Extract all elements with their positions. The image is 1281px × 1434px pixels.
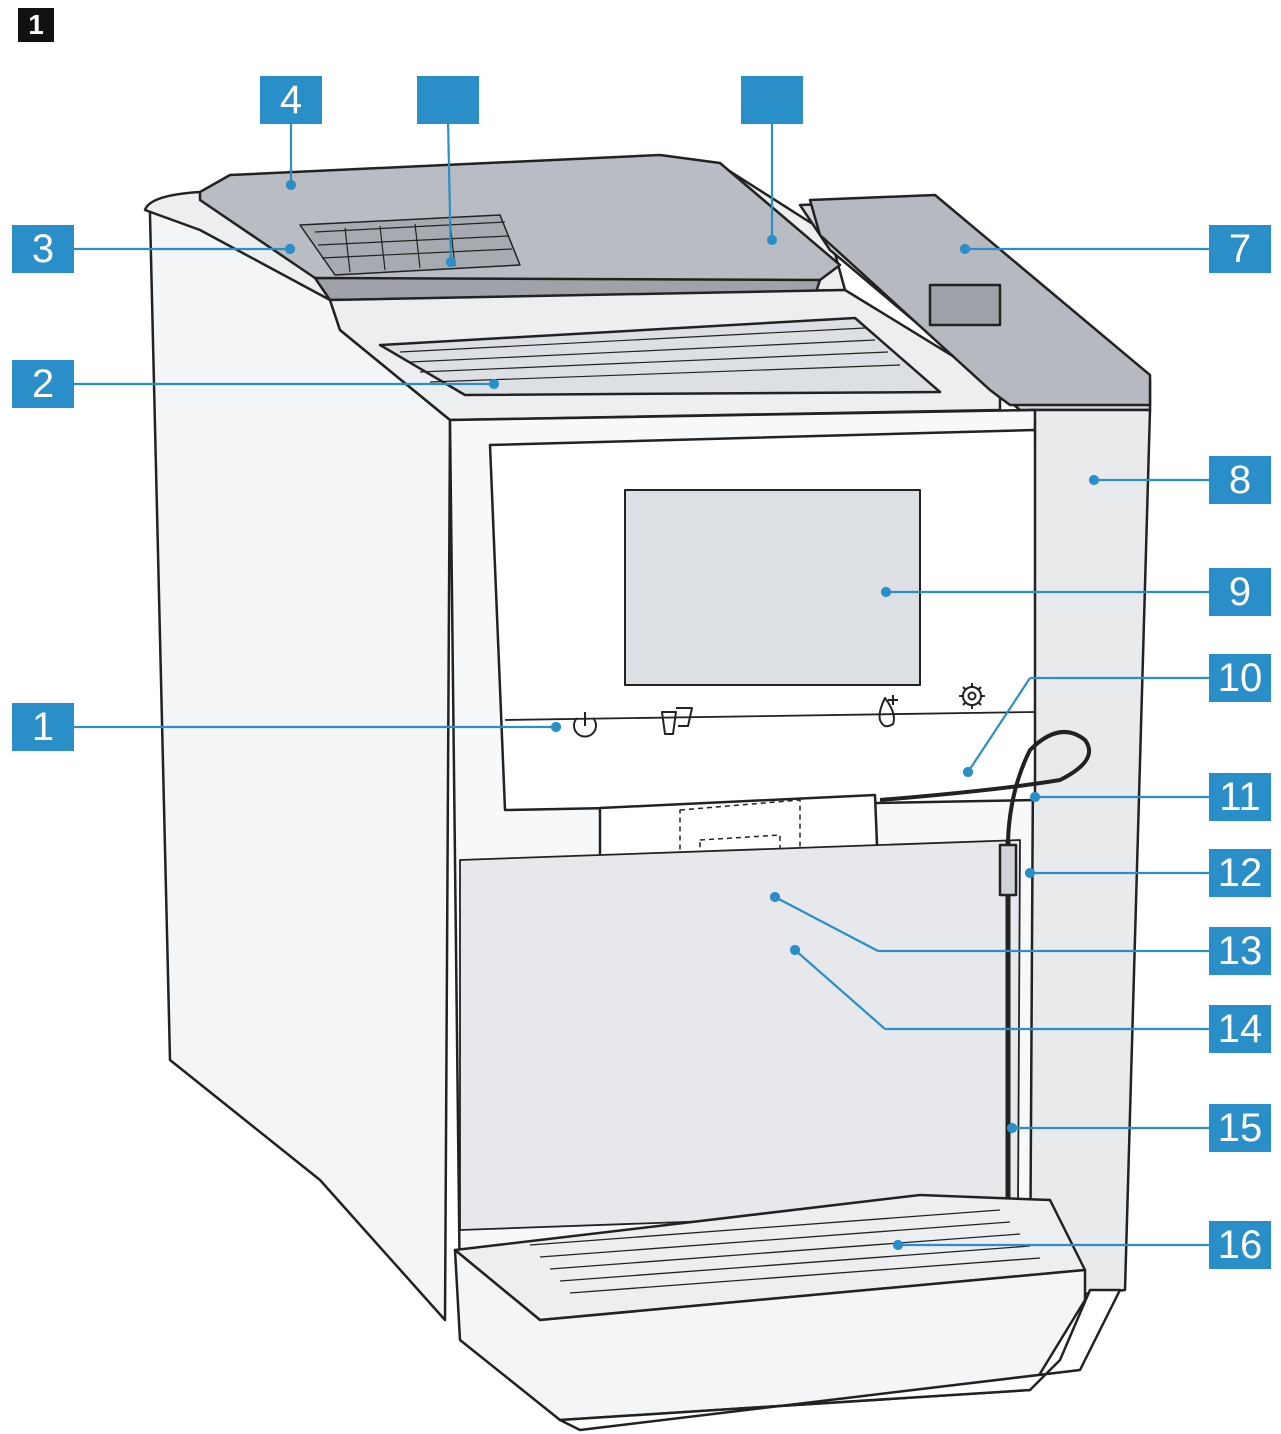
milk-pipe [879,730,1092,841]
drip-cover [378,316,942,397]
lid-inner [299,214,521,276]
callout-2: 2 [12,360,74,408]
figure-number: 1 [18,8,54,42]
drop-plus-icon [878,695,898,728]
callout-1: 1 [12,703,74,751]
leader-lines [74,119,1209,1251]
display-screen [624,489,921,686]
power-icon [573,712,597,738]
callout-3: 3 [12,225,74,273]
milk-tube-connector [998,843,1018,897]
tank-handle [928,283,1002,327]
cups-icon [661,707,693,735]
callout-16: 16 [1209,1221,1271,1269]
drip-tray-front [453,1248,1087,1422]
callout-15: 15 [1209,1104,1271,1152]
lid-grid [314,221,513,273]
cup-recess [459,839,1021,1231]
callout-11: 11 [1209,773,1271,821]
callout-blank-left [417,76,479,124]
drip-tray-grid [529,1209,1041,1294]
base [558,1288,1122,1432]
callout-9: 9 [1209,568,1271,616]
water-tank-body [1018,408,1152,1302]
callout-blank-right [741,76,803,124]
callout-4: 4 [260,76,322,124]
callout-12: 12 [1209,849,1271,897]
gear-icon [959,683,985,709]
callout-13: 13 [1209,927,1271,975]
callout-10: 10 [1209,654,1271,702]
cover-lines [399,327,901,383]
callout-14: 14 [1209,1005,1271,1053]
callout-8: 8 [1209,456,1271,504]
callout-7: 7 [1209,225,1271,273]
